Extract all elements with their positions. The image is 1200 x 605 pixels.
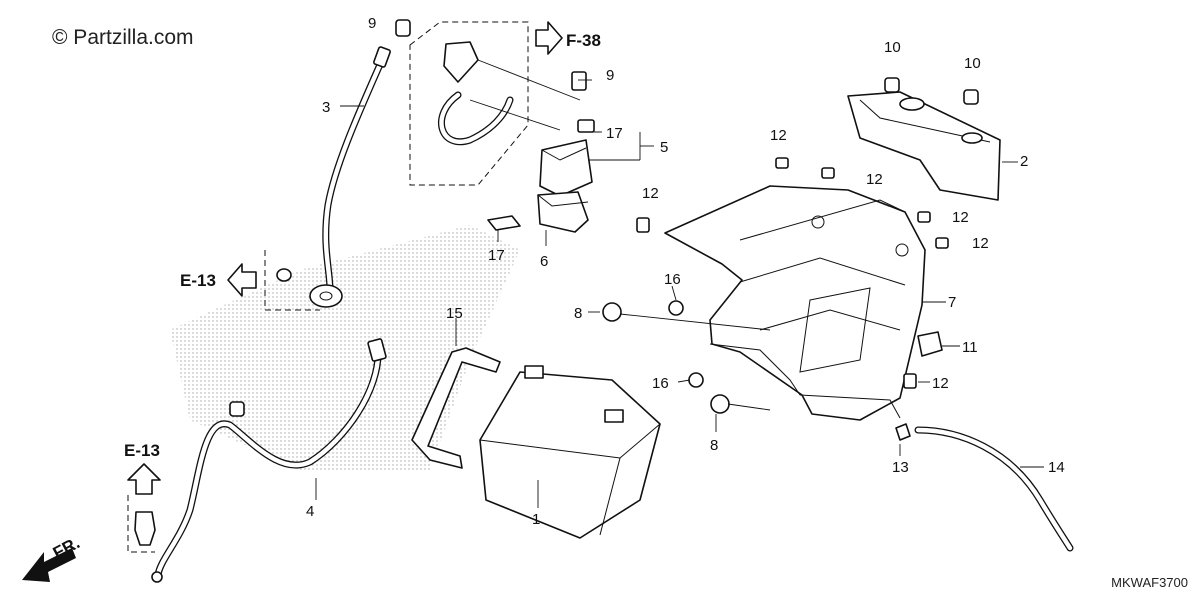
callout-13[interactable]: 13 xyxy=(892,459,909,476)
part-9-bolt xyxy=(395,19,411,37)
callout-numbers: 1 2 3 4 5 6 7 8 8 9 9 10 10 11 12 12 12 … xyxy=(306,15,1065,528)
front-direction-indicator: FR. xyxy=(22,533,83,582)
copyright-watermark: © Partzilla.com xyxy=(52,26,194,49)
part-1-battery xyxy=(479,365,661,539)
ref-f38-label: F-38 xyxy=(566,31,601,50)
callout-11[interactable]: 11 xyxy=(962,339,978,356)
callout-8-a[interactable]: 8 xyxy=(574,305,582,322)
ref-f38[interactable]: F-38 xyxy=(535,21,601,55)
part-17-clip xyxy=(487,215,521,231)
part-12-clip-nuts xyxy=(636,157,949,389)
part-13-nut xyxy=(895,423,911,441)
callout-8-b[interactable]: 8 xyxy=(710,437,718,454)
part-16-bolts xyxy=(668,300,704,388)
arrow-right-outline-icon xyxy=(535,21,563,55)
part-2-cover xyxy=(847,91,1001,201)
callout-17-b[interactable]: 17 xyxy=(488,247,505,264)
part-10-bolt-a xyxy=(884,77,900,93)
ref-e13-bottom[interactable]: E-13 xyxy=(124,441,161,495)
callout-12-d[interactable]: 12 xyxy=(952,209,969,226)
arrow-left-outline-icon xyxy=(227,263,257,297)
part-8-bolts xyxy=(602,302,730,414)
callout-12-e[interactable]: 12 xyxy=(972,235,989,252)
part-3-positive-cable xyxy=(276,46,391,308)
f38-connector xyxy=(438,41,587,146)
callout-6[interactable]: 6 xyxy=(540,253,548,270)
callout-15[interactable]: 15 xyxy=(446,305,463,322)
callout-9-a[interactable]: 9 xyxy=(368,15,376,32)
direction-arrow-icon xyxy=(22,548,76,582)
arrow-up-outline-icon xyxy=(127,463,161,495)
callout-16-a[interactable]: 16 xyxy=(664,271,681,288)
callout-1[interactable]: 1 xyxy=(532,511,540,528)
callout-4[interactable]: 4 xyxy=(306,503,314,520)
callout-3[interactable]: 3 xyxy=(322,99,330,116)
callout-9-b[interactable]: 9 xyxy=(606,67,614,84)
part-4-negative-cable xyxy=(134,338,387,583)
callout-10-a[interactable]: 10 xyxy=(884,39,901,56)
ref-e13-left-label: E-13 xyxy=(180,271,216,290)
part-10-bolt-b xyxy=(963,89,979,105)
part-11-clip xyxy=(917,331,943,357)
part-6-relay xyxy=(537,191,589,233)
callout-17-a[interactable]: 17 xyxy=(606,125,623,142)
callout-12-b[interactable]: 12 xyxy=(866,171,883,188)
e13-bottom-guide xyxy=(127,495,155,553)
part-15-battery-band xyxy=(411,347,501,469)
ref-e13-left[interactable]: E-13 xyxy=(180,263,257,297)
part-14-tube xyxy=(914,426,1074,552)
callout-2[interactable]: 2 xyxy=(1020,153,1028,170)
callout-5[interactable]: 5 xyxy=(660,139,668,156)
relay-group-outline xyxy=(409,21,529,186)
callout-7[interactable]: 7 xyxy=(948,294,956,311)
callout-14[interactable]: 14 xyxy=(1048,459,1065,476)
part-7-battery-box xyxy=(664,185,926,421)
callout-12-a[interactable]: 12 xyxy=(770,127,787,144)
diagram-code: MKWAF3700 xyxy=(1111,575,1188,590)
ref-e13-bottom-label: E-13 xyxy=(124,441,160,460)
part-5-relay xyxy=(539,119,595,197)
callout-12-c[interactable]: 12 xyxy=(642,185,659,202)
callout-16-b[interactable]: 16 xyxy=(652,375,669,392)
callout-10-b[interactable]: 10 xyxy=(964,55,981,72)
e13-left-guide xyxy=(264,250,320,311)
leader-lines xyxy=(315,59,1044,508)
callout-12-f[interactable]: 12 xyxy=(932,375,949,392)
